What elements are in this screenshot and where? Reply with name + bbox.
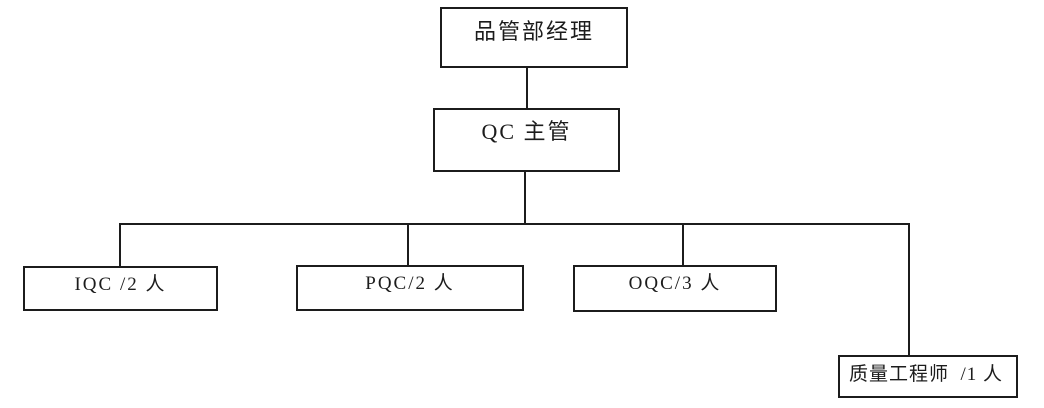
node-pqc: PQC/2 人	[296, 265, 524, 311]
node-qc-supervisor: QC 主管	[433, 108, 620, 172]
connector-bus-iqc	[119, 223, 121, 266]
connector-bus-engineer	[908, 223, 910, 355]
node-iqc: IQC /2 人	[23, 266, 218, 311]
connector-supervisor-bus	[524, 172, 526, 225]
node-quality-engineer-label: 质量工程师 /1 人	[849, 364, 1004, 385]
connector-bus-oqc	[682, 223, 684, 265]
node-manager: 品管部经理	[440, 7, 628, 68]
node-qc-supervisor-label: QC 主管	[481, 119, 572, 144]
connector-bus-pqc	[407, 223, 409, 265]
connector-horizontal-bus	[119, 223, 910, 225]
node-oqc-label: OQC/3 人	[628, 273, 722, 294]
node-oqc: OQC/3 人	[573, 265, 777, 312]
node-quality-engineer: 质量工程师 /1 人	[838, 355, 1018, 398]
node-pqc-label: PQC/2 人	[365, 273, 455, 294]
connector-manager-supervisor	[526, 68, 528, 108]
node-iqc-label: IQC /2 人	[74, 274, 167, 295]
node-manager-label: 品管部经理	[473, 19, 594, 44]
